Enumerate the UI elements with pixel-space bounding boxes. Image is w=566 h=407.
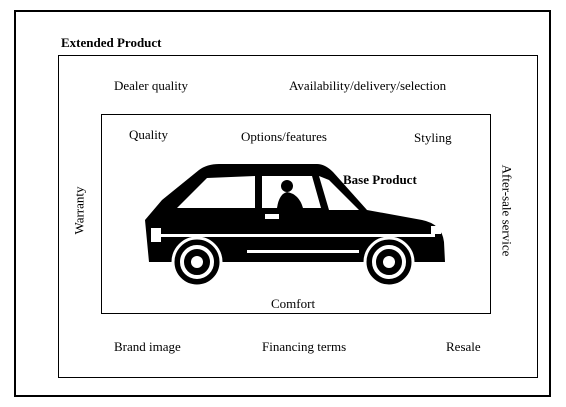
base-product-box [101, 114, 491, 314]
label-dealer-quality: Dealer quality [114, 78, 188, 93]
label-quality: Quality [129, 127, 168, 142]
label-availability: Availability/delivery/selection [289, 78, 447, 93]
diagram-frame [14, 10, 551, 397]
label-after-sale-service: After-sale service [499, 164, 515, 257]
extended-product-title: Extended Product [61, 35, 162, 50]
label-financing-terms: Financing terms [262, 339, 347, 354]
label-options-features: Options/features [241, 129, 327, 144]
base-product-title: Base Product [343, 172, 417, 187]
label-comfort: Comfort [271, 296, 316, 311]
label-brand-image: Brand image [114, 339, 181, 354]
label-styling: Styling [414, 130, 452, 145]
car-icon [145, 164, 445, 287]
label-resale: Resale [446, 339, 481, 354]
label-warranty: Warranty [71, 186, 87, 235]
extended-product-box [58, 55, 538, 378]
